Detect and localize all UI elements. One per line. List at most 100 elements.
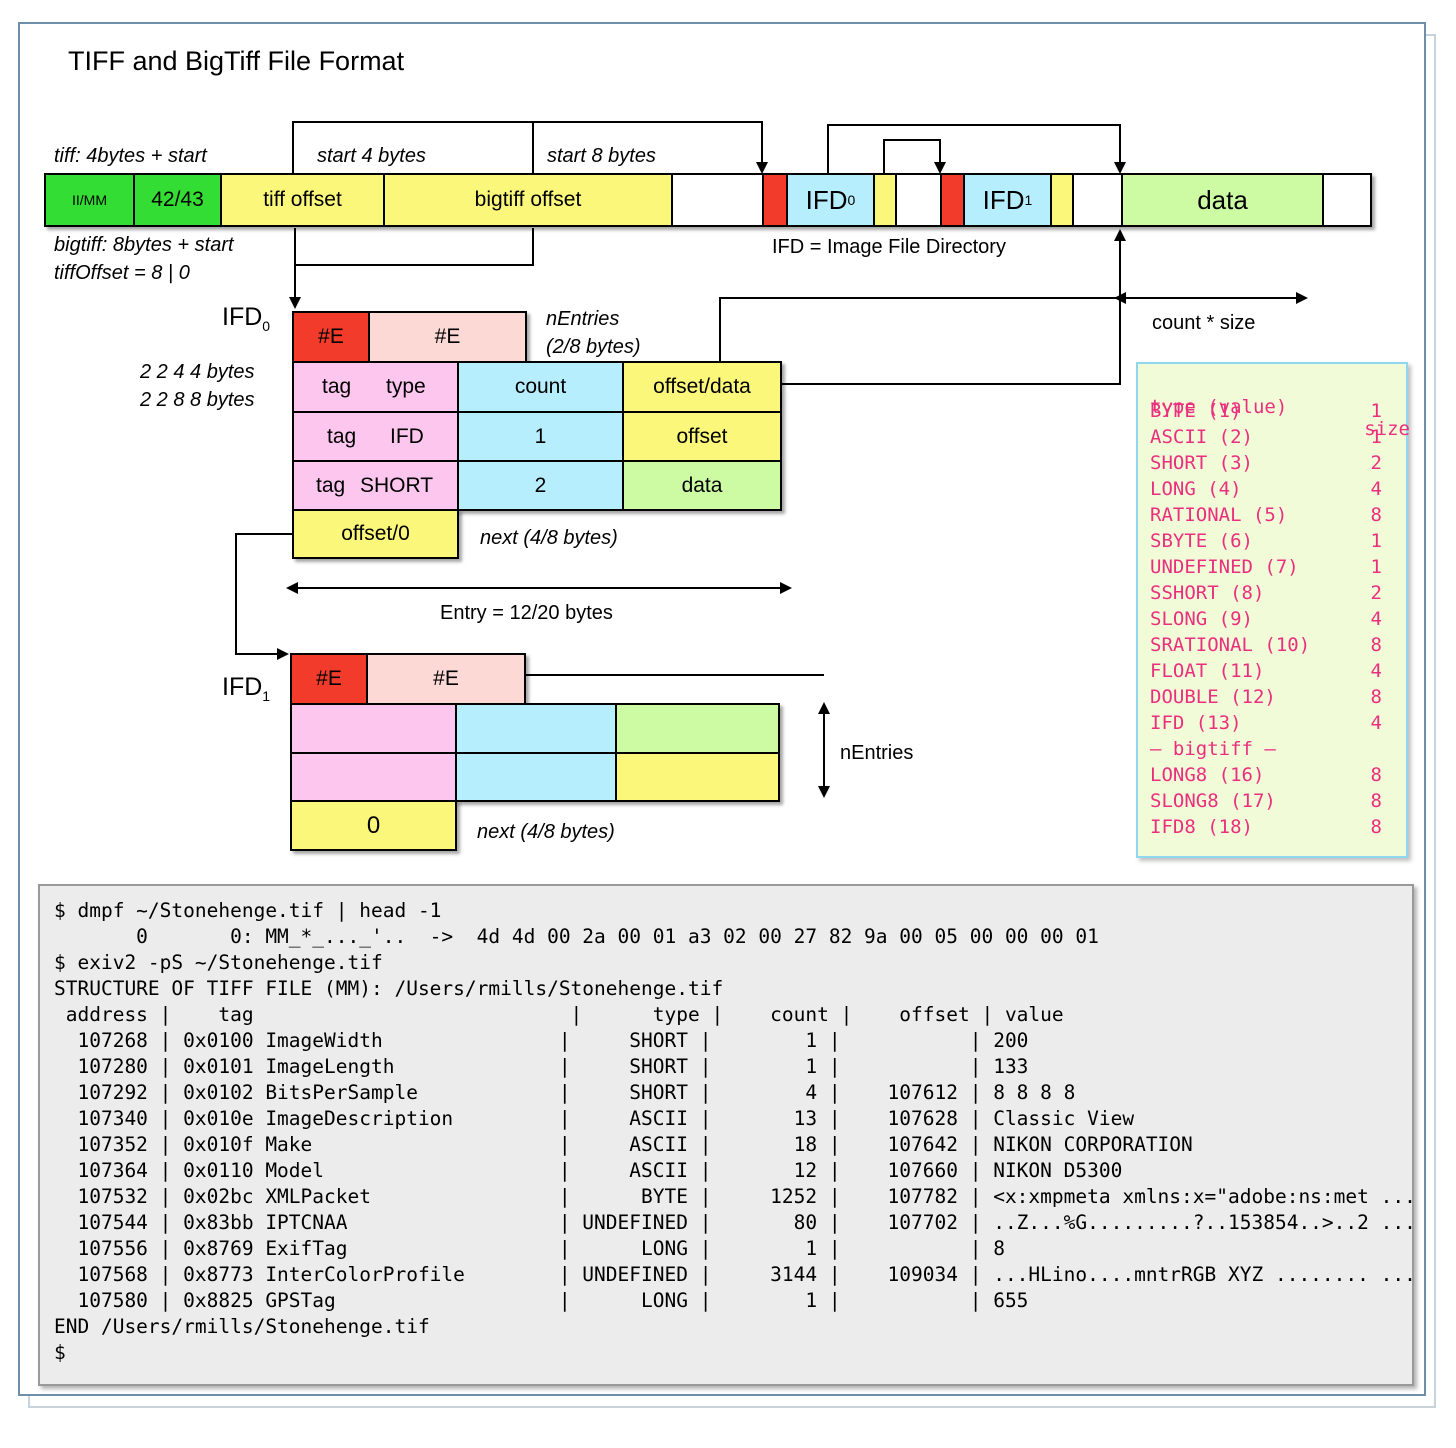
terminal-line: 0 0: MM_*_..._'.. -> 4d 4d 00 2a 00 01 a… bbox=[54, 925, 1099, 948]
gap-cell-1 bbox=[671, 173, 764, 227]
ifd0-row0-type: type bbox=[386, 375, 426, 398]
types-header-size: size bbox=[1364, 418, 1410, 440]
label-tiff-header: tiff: 4bytes + start bbox=[54, 145, 207, 167]
ifd0-row1-tag: tag bbox=[327, 424, 357, 448]
terminal-line: 107268 | 0x0100 ImageWidth | SHORT | 1 |… bbox=[54, 1029, 1029, 1052]
label-bigtiff-header: bigtiff: 8bytes + start bbox=[54, 234, 234, 256]
types-row-type: SBYTE (6) bbox=[1150, 530, 1253, 552]
types-row: SLONG (9) 4 bbox=[1150, 608, 1382, 634]
tiff-offset-cell: tiff offset bbox=[220, 173, 385, 227]
types-row-type: RATIONAL (5) bbox=[1150, 504, 1288, 526]
ifd0-row1-count: 1 bbox=[457, 411, 624, 462]
ifd1-title-sub: 1 bbox=[262, 688, 271, 704]
types-row-type: BYTE (1) bbox=[1150, 400, 1242, 422]
types-row-size: 8 bbox=[1370, 504, 1382, 526]
ifd0-title-label: IFD bbox=[222, 303, 263, 331]
types-row: SSHORT (8) 2 bbox=[1150, 582, 1382, 608]
arrow-ifd0-to-ifd1 bbox=[883, 139, 946, 175]
label-nentries-bytes: (2/8 bytes) bbox=[546, 336, 641, 358]
terminal-line: 107340 | 0x010e ImageDescription | ASCII… bbox=[54, 1107, 1135, 1130]
ifd0-row2-count: 2 bbox=[457, 460, 624, 511]
types-row-size: 4 bbox=[1370, 608, 1382, 630]
terminal-line: 107292 | 0x0102 BitsPerSample | SHORT | … bbox=[54, 1081, 1076, 1104]
ifd0-next: offset/0 bbox=[292, 509, 459, 559]
types-row: BYTE (1) 1 bbox=[1150, 400, 1382, 426]
data-cell: data bbox=[1121, 173, 1324, 227]
types-row-size: 8 bbox=[1370, 634, 1382, 656]
ifd0-row0-tag: tag bbox=[322, 375, 352, 398]
ifd1-row1-tagtype bbox=[290, 752, 457, 802]
terminal-line: 107532 | 0x02bc XMLPacket | BYTE | 1252 … bbox=[54, 1185, 1416, 1208]
types-row: SBYTE (6) 1 bbox=[1150, 530, 1382, 556]
types-row-size: 1 bbox=[1370, 556, 1382, 578]
types-row-size: 8 bbox=[1370, 764, 1382, 786]
gap-cell-3 bbox=[1072, 173, 1123, 227]
types-row: — bigtiff — bbox=[1150, 738, 1382, 764]
types-row-size: 1 bbox=[1370, 530, 1382, 552]
gap-cell-4 bbox=[1322, 173, 1372, 227]
ifd1-row1-count bbox=[455, 752, 617, 802]
types-row-size: 2 bbox=[1370, 452, 1382, 474]
types-row-type: SSHORT (8) bbox=[1150, 582, 1265, 604]
types-row-type: LONG8 (16) bbox=[1150, 764, 1265, 786]
types-row-size: 4 bbox=[1370, 660, 1382, 682]
types-header-type: type (value) bbox=[1150, 396, 1288, 418]
ifd0-nentries-1: #E bbox=[292, 311, 370, 363]
ifd0-row2-tagtype: tag SHORT bbox=[292, 460, 459, 511]
ifd1-cell-label: IFD bbox=[982, 184, 1025, 215]
ifd1-row1-value bbox=[615, 752, 780, 802]
ifd0-count-cell bbox=[762, 173, 788, 227]
page-title: TIFF and BigTiff File Format bbox=[68, 46, 405, 76]
ifd0-row2-type: SHORT bbox=[360, 473, 434, 497]
label-start-4: start 4 bytes bbox=[317, 145, 426, 167]
terminal-line: 107364 | 0x0110 Model | ASCII | 12 | 107… bbox=[54, 1159, 1123, 1182]
types-row: ASCII (2)1 bbox=[1150, 426, 1382, 452]
ifd0-row0-tagtype: tag type bbox=[292, 361, 459, 413]
ifd0-row2-value: data bbox=[622, 460, 782, 511]
types-row: SLONG8 (17) 8 bbox=[1150, 790, 1382, 816]
byte-order-cell: II/MM bbox=[44, 173, 135, 227]
label-ifd-definition: IFD = Image File Directory bbox=[772, 236, 1006, 258]
ifd1-cell-sub: 1 bbox=[1024, 192, 1033, 208]
entry-size-label: Entry = 12/20 bytes bbox=[440, 602, 613, 624]
types-row-type: LONG (4) bbox=[1150, 478, 1242, 500]
types-row-type: DOUBLE (12) bbox=[1150, 686, 1276, 708]
ifd0-next-cell bbox=[873, 173, 897, 227]
terminal-line: 107352 | 0x010f Make | ASCII | 18 | 1076… bbox=[54, 1133, 1193, 1156]
terminal-line: 107580 | 0x8825 GPSTag | LONG | 1 | | 65… bbox=[54, 1289, 1029, 1312]
types-header: type (value) size bbox=[1150, 374, 1410, 440]
label-tiffoffset: tiffOffset = 8 | 0 bbox=[54, 262, 190, 284]
types-row-size: 8 bbox=[1370, 790, 1382, 812]
types-row-type: SLONG (9) bbox=[1150, 608, 1253, 630]
label-start-8: start 8 bytes bbox=[547, 145, 656, 167]
types-row-size: 2 bbox=[1370, 582, 1382, 604]
types-row-size: 8 bbox=[1370, 816, 1382, 838]
ifd0-row2-tag: tag bbox=[316, 473, 346, 497]
terminal-line: $ exiv2 -pS ~/Stonehenge.tif bbox=[54, 951, 383, 974]
types-row-type: IFD (13) bbox=[1150, 712, 1242, 734]
terminal-line: STRUCTURE OF TIFF FILE (MM): /Users/rmil… bbox=[54, 977, 724, 1000]
ifd1-nentries-label: nEntries bbox=[840, 742, 914, 764]
types-row: IFD8 (18) 8 bbox=[1150, 816, 1382, 842]
ifd1-nentries-2: #E bbox=[366, 653, 526, 705]
types-row: IFD (13)4 bbox=[1150, 712, 1382, 738]
types-row: SRATIONAL (10)8 bbox=[1150, 634, 1382, 660]
ifd0-nentries-2: #E bbox=[368, 311, 527, 363]
ifd1-nentries-1: #E bbox=[290, 653, 368, 705]
types-row-type: ASCII (2) bbox=[1150, 426, 1253, 448]
types-row-type: SLONG8 (17) bbox=[1150, 790, 1276, 812]
ifd1-next: 0 bbox=[290, 800, 457, 851]
arrow-tiff-offset-to-ifd0 bbox=[292, 121, 768, 175]
terminal-line: address | tag | type | count | offset | … bbox=[54, 1003, 1064, 1026]
types-row: DOUBLE (12)8 bbox=[1150, 686, 1382, 712]
ifd1-title-label: IFD bbox=[222, 673, 263, 701]
bigtiff-offset-cell: bigtiff offset bbox=[383, 173, 673, 227]
types-row-type: IFD8 (18) bbox=[1150, 816, 1253, 838]
terminal-line: END /Users/rmills/Stonehenge.tif bbox=[54, 1315, 430, 1338]
types-row-size: 1 bbox=[1370, 400, 1382, 422]
